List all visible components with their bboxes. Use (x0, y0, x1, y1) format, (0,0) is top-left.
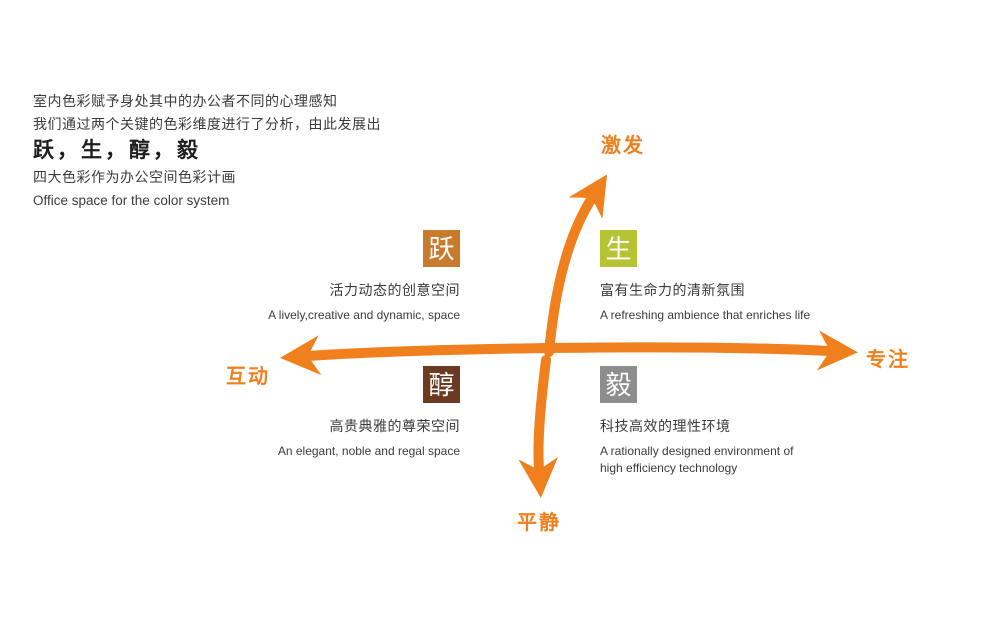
chun-title-zh: 高贵典雅的尊荣空间 (329, 418, 460, 434)
yi-character: 毅 (605, 369, 632, 400)
axis-label-right: 专注 (866, 349, 910, 371)
quadrant-chun: 醇 高贵典雅的尊荣空间 An elegant, noble and regal … (278, 366, 460, 460)
intro-line-en: Office space for the color system (33, 193, 230, 208)
axis-vertical-down-arrow (518, 355, 559, 498)
yue-character: 跃 (428, 233, 455, 264)
axis-horizontal-arrow (280, 330, 858, 376)
chun-title-en: An elegant, noble and regal space (277, 444, 460, 458)
intro-text-block: 室内色彩赋予身处其中的办公者不同的心理感知 我们通过两个关键的色彩维度进行了分析… (33, 90, 381, 213)
intro-keywords: 跃，生，醇，毅 (33, 139, 201, 162)
sheng-title-en: A refreshing ambience that enriches life (600, 308, 811, 322)
axis-label-bottom: 平静 (517, 512, 561, 534)
quadrant-yi: 毅 科技高效的理性环境 A rationally designed enviro… (600, 366, 805, 477)
quadrant-sheng: 生 富有生命力的清新氛围 A refreshing ambience that … (600, 230, 810, 324)
yi-color-swatch: 毅 (600, 366, 637, 403)
sheng-title-zh: 富有生命力的清新氛围 (600, 282, 745, 298)
axis-vertical-up-arrow (544, 174, 608, 357)
chun-character: 醇 (428, 369, 455, 400)
intro-line-1: 室内色彩赋予身处其中的办公者不同的心理感知 (33, 93, 338, 109)
axis-label-top: 激发 (601, 135, 645, 157)
yi-title-zh: 科技高效的理性环境 (600, 418, 731, 434)
sheng-character: 生 (605, 233, 632, 264)
yi-title-en: A rationally designed environment of hig… (600, 444, 794, 475)
sheng-color-swatch: 生 (600, 230, 637, 267)
axis-label-left: 互动 (226, 366, 270, 388)
intro-line-4: 四大色彩作为办公空间色彩计画 (33, 169, 236, 185)
quadrant-yue: 跃 活力动态的创意空间 A lively,creative and dynami… (268, 230, 460, 324)
yue-title-zh: 活力动态的创意空间 (329, 282, 460, 298)
yue-color-swatch: 跃 (423, 230, 460, 267)
yue-title-en: A lively,creative and dynamic, space (268, 308, 460, 322)
chun-color-swatch: 醇 (423, 366, 460, 403)
intro-line-2: 我们通过两个关键的色彩维度进行了分析，由此发展出 (33, 116, 381, 132)
